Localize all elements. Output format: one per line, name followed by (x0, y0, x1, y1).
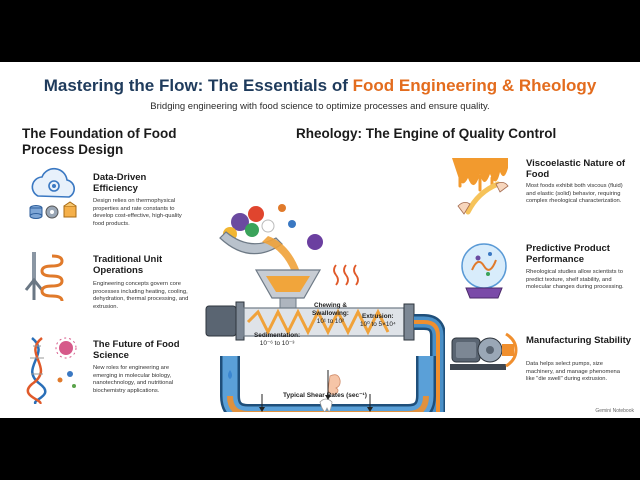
watermark: Gemini Notebook (595, 408, 634, 414)
right-item-2-desc: Rheological studies allow scientists to … (526, 269, 624, 291)
extruder-pipe-graphic (205, 204, 446, 418)
shear-rate-axis-label: Typical Shear Rates (sec⁻¹) (283, 392, 367, 399)
left-item-2-desc: Engineering concepts govern core process… (93, 281, 189, 310)
right-item-3-title: Manufacturing Stability (526, 335, 632, 346)
extrusion-range: 10⁰ to 5×10⁴ (360, 321, 396, 328)
left-item-1-title: Data-Driven Efficiency (93, 172, 147, 194)
sedimentation-range: 10⁻⁶ to 10⁻³ (259, 340, 295, 347)
flow-diagram (200, 130, 446, 418)
sedimentation-label: Sedimentation: 10⁻⁶ to 10⁻³ (254, 332, 300, 348)
page-subtitle: Bridging engineering with food science t… (150, 101, 490, 112)
center-heading: Rheology: The Engine of Quality Control (296, 126, 557, 141)
extrusion-title: Extrusion: (362, 313, 394, 320)
title-accent: Food Engineering & Rheology (352, 76, 597, 95)
heating-coil-icon (24, 252, 64, 302)
extrusion-label: Extrusion: 10⁰ to 5×10⁴ (360, 313, 396, 329)
right-item-2-title: Predictive Product Performance (526, 243, 610, 265)
page-title: Mastering the Flow: The Essentials of Fo… (0, 76, 640, 96)
swallowing-title: Swallowing: (312, 310, 349, 317)
chewing-range: 10¹ to 10² (316, 318, 345, 325)
left-item-3-desc: New roles for engineering are emerging i… (93, 365, 174, 394)
crystal-ball-icon (461, 243, 507, 299)
title-plain: Mastering the Flow: The Essentials of (43, 76, 353, 95)
left-heading: The Foundation of Food Process Design (22, 126, 177, 157)
stretching-dough-icon (452, 158, 509, 215)
left-item-1-desc: Design relies on thermophysical properti… (93, 198, 182, 227)
sedimentation-title: Sedimentation: (254, 332, 301, 339)
right-item-3-desc: Data helps select pumps, size machinery,… (526, 361, 620, 383)
left-item-2-title: Traditional Unit Operations (93, 254, 163, 276)
slide: Mastering the Flow: The Essentials of Fo… (0, 62, 640, 418)
right-item-1-title: Viscoelastic Nature of Food (526, 158, 626, 180)
right-item-1-desc: Most foods exhibit both viscous (fluid) … (526, 183, 623, 205)
dna-icon (26, 337, 77, 404)
left-item-3-title: The Future of Food Science (93, 339, 180, 361)
cloud-data-icon (29, 167, 77, 219)
pump-icon (450, 332, 518, 370)
chewing-label: Chewing & Swallowing: 10¹ to 10² (312, 302, 349, 326)
chewing-title: Chewing & (313, 302, 347, 309)
